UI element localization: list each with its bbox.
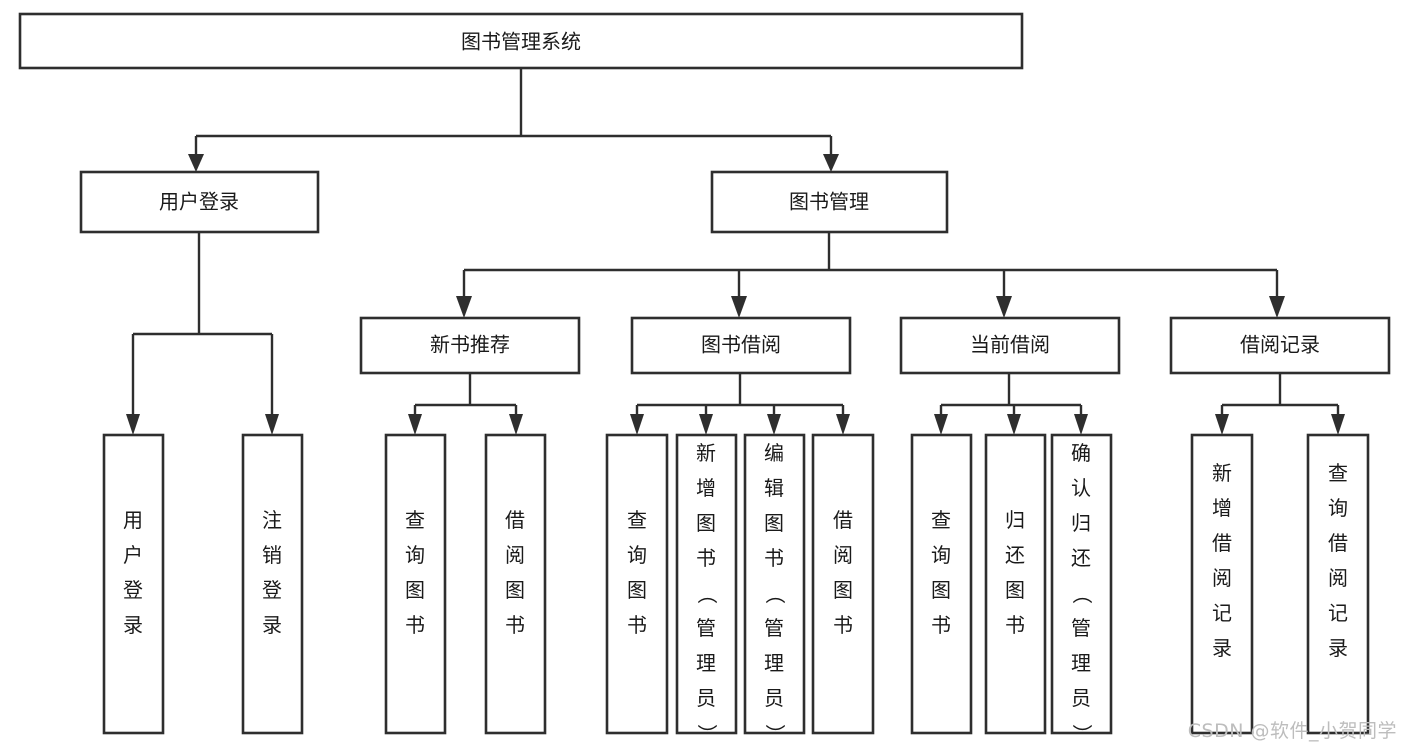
- node-book-borrow-box[interactable]: [630, 316, 852, 375]
- arrowhead-leaf-query-book-rec: [408, 414, 422, 435]
- node-borrow-record[interactable]: 借阅记录: [1169, 316, 1391, 375]
- node-leaf-return-book-label: 归还图书: [1005, 508, 1025, 637]
- svg-text:（: （: [695, 584, 719, 604]
- node-leaf-edit-book-box[interactable]: [743, 433, 806, 735]
- svg-text:）: ）: [695, 724, 719, 744]
- node-leaf-return-book[interactable]: 归还图书: [984, 433, 1047, 735]
- connector-layer: [126, 68, 1345, 435]
- node-book-borrow-label: 图书借阅: [701, 333, 781, 357]
- node-leaf-confirm-return-label: 确认归还管理员: [1071, 441, 1091, 710]
- node-leaf-query-record-box[interactable]: [1306, 433, 1370, 735]
- leaf-nodes-layer: 用户登录 注销登录 查询图书 借阅图书 查询图书 新增图书管理员 （ ）: [102, 433, 1370, 744]
- node-book-borrow[interactable]: 图书借阅: [630, 316, 852, 375]
- node-root-label: 图书管理系统: [461, 30, 581, 54]
- arrowhead-leaf-edit-book: [767, 414, 781, 435]
- node-leaf-add-record-box[interactable]: [1190, 433, 1254, 735]
- node-leaf-return-book-box[interactable]: [984, 433, 1047, 735]
- arrowhead-leaf-add-book: [699, 414, 713, 435]
- node-leaf-query-book-cur-box[interactable]: [910, 433, 973, 735]
- arrowhead-leaf-borrow-book-rec: [509, 414, 523, 435]
- node-leaf-query-book-rec-box[interactable]: [384, 433, 447, 735]
- node-book-manage[interactable]: 图书管理: [710, 170, 949, 234]
- node-leaf-user-login-box[interactable]: [102, 433, 165, 735]
- node-borrow-record-box[interactable]: [1169, 316, 1391, 375]
- node-leaf-query-record[interactable]: 查询借阅记录: [1306, 433, 1370, 735]
- node-leaf-confirm-return[interactable]: 确认归还管理员 （ ）: [1050, 433, 1113, 744]
- arrowhead-new-book-rec: [456, 296, 472, 318]
- arrowhead-book-borrow: [731, 296, 747, 318]
- node-leaf-user-login-label: 用户登录: [123, 508, 143, 637]
- node-current-borrow-box[interactable]: [899, 316, 1121, 375]
- svg-text:（: （: [1070, 584, 1094, 604]
- node-leaf-add-book-box[interactable]: [675, 433, 738, 735]
- svg-text:（: （: [763, 584, 787, 604]
- node-borrow-record-label: 借阅记录: [1240, 333, 1320, 357]
- arrowhead-borrow-record: [1269, 296, 1285, 318]
- node-leaf-query-book-rec[interactable]: 查询图书: [384, 433, 447, 735]
- arrowhead-book-manage: [823, 154, 839, 172]
- node-leaf-query-book-cur[interactable]: 查询图书: [910, 433, 973, 735]
- node-root[interactable]: 图书管理系统: [18, 12, 1024, 70]
- node-book-manage-box[interactable]: [710, 170, 949, 234]
- node-leaf-query-book-rec-label: 查询图书: [405, 508, 425, 637]
- node-leaf-edit-book[interactable]: 编辑图书管理员 （ ）: [743, 433, 806, 744]
- node-leaf-query-book-borrow[interactable]: 查询图书: [605, 433, 669, 735]
- arrowhead-leaf-confirm-return: [1074, 414, 1088, 435]
- svg-text:）: ）: [763, 724, 787, 744]
- node-leaf-logout-label: 注销登录: [262, 508, 282, 637]
- node-user-login-box[interactable]: [79, 170, 320, 234]
- arrowhead-leaf-logout: [265, 414, 279, 435]
- node-user-login-label: 用户登录: [159, 190, 239, 214]
- arrowhead-current-borrow: [996, 296, 1012, 318]
- node-leaf-add-book[interactable]: 新增图书管理员 （ ）: [675, 433, 738, 744]
- node-leaf-logout-box[interactable]: [241, 433, 304, 735]
- node-leaf-borrow-book-rec-label: 借阅图书: [505, 508, 525, 637]
- node-current-borrow-label: 当前借阅: [970, 333, 1050, 357]
- arrowhead-user-login: [188, 154, 204, 172]
- node-leaf-borrow-book-rec[interactable]: 借阅图书: [484, 433, 547, 735]
- arrowhead-leaf-query-book-cur: [934, 414, 948, 435]
- node-leaf-query-book-cur-label: 查询图书: [931, 508, 951, 637]
- arrowhead-leaf-add-record: [1215, 414, 1229, 435]
- node-root-box[interactable]: [18, 12, 1024, 70]
- node-leaf-borrow-book[interactable]: 借阅图书: [811, 433, 875, 735]
- node-leaf-add-record-label: 新增借阅记录: [1212, 461, 1232, 660]
- node-leaf-borrow-book-label: 借阅图书: [833, 508, 853, 637]
- node-leaf-add-record[interactable]: 新增借阅记录: [1190, 433, 1254, 735]
- node-new-book-rec-box[interactable]: [359, 316, 581, 375]
- node-current-borrow[interactable]: 当前借阅: [899, 316, 1121, 375]
- node-leaf-user-login[interactable]: 用户登录: [102, 433, 165, 735]
- node-book-manage-label: 图书管理: [789, 190, 869, 214]
- node-leaf-query-book-borrow-box[interactable]: [605, 433, 669, 735]
- node-new-book-rec-label: 新书推荐: [430, 333, 510, 357]
- node-leaf-add-book-label: 新增图书管理员: [696, 441, 716, 710]
- arrowhead-leaf-query-record: [1331, 414, 1345, 435]
- node-leaf-edit-book-label: 编辑图书管理员: [764, 441, 784, 710]
- arrowhead-leaf-return-book: [1007, 414, 1021, 435]
- arrowhead-leaf-query-book-borrow: [630, 414, 644, 435]
- arrowhead-leaf-borrow-book: [836, 414, 850, 435]
- node-leaf-logout[interactable]: 注销登录: [241, 433, 304, 735]
- arrowhead-leaf-user-login: [126, 414, 140, 435]
- node-leaf-query-book-borrow-label: 查询图书: [627, 508, 647, 637]
- node-leaf-confirm-return-box[interactable]: [1050, 433, 1113, 735]
- node-leaf-borrow-book-rec-box[interactable]: [484, 433, 547, 735]
- node-leaf-query-record-label: 查询借阅记录: [1328, 461, 1348, 660]
- svg-text:）: ）: [1070, 724, 1094, 744]
- node-leaf-borrow-book-box[interactable]: [811, 433, 875, 735]
- node-new-book-rec[interactable]: 新书推荐: [359, 316, 581, 375]
- node-user-login[interactable]: 用户登录: [79, 170, 320, 234]
